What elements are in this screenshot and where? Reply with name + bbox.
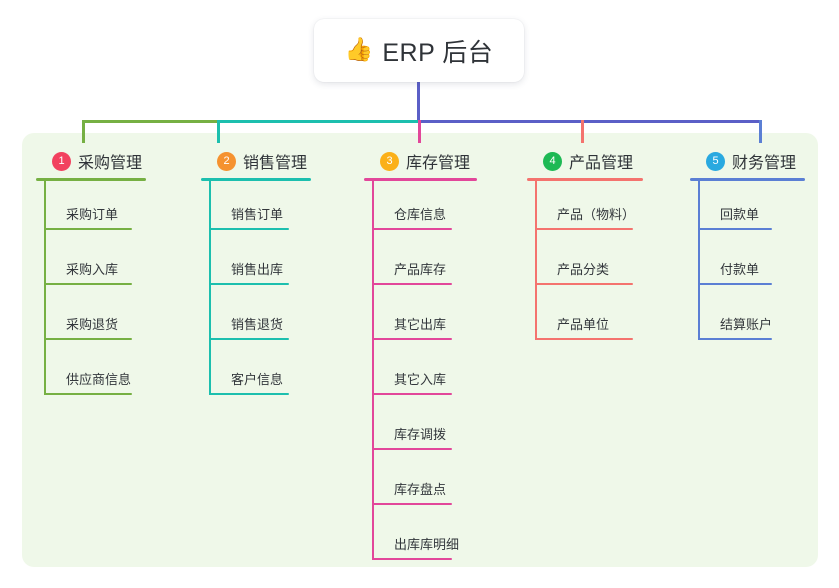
leaf-underline	[372, 283, 452, 285]
branch-spine	[209, 178, 211, 395]
leaf-underline	[372, 393, 452, 395]
branch-header-1[interactable]: 1 采购管理	[36, 148, 142, 174]
branch-title: 采购管理	[78, 155, 143, 172]
leaf-label: 回款单	[720, 207, 760, 222]
leaf-underline	[44, 393, 132, 395]
branch-spine	[44, 178, 46, 395]
branch-header-5[interactable]: 5 财务管理	[690, 148, 796, 174]
branch-underline	[690, 178, 805, 181]
leaf-label: 采购退货	[66, 317, 119, 332]
connector-drop-2	[217, 120, 220, 143]
leaf-label: 供应商信息	[66, 372, 132, 387]
leaf-underline	[209, 338, 289, 340]
branch-number-badge: 1	[52, 151, 71, 171]
leaf-label: 库存盘点	[394, 482, 447, 497]
branch-underline	[36, 178, 146, 181]
branch-number-badge: 5	[706, 151, 725, 171]
leaf-underline	[698, 338, 772, 340]
leaf-label: 产品（物料）	[557, 207, 636, 222]
connector-drop-1	[82, 120, 85, 143]
branch-header-2[interactable]: 2 销售管理	[201, 148, 307, 174]
branch-number-badge: 3	[380, 151, 399, 171]
leaf-label: 产品分类	[557, 262, 610, 277]
branches-panel	[22, 133, 818, 567]
branch-underline	[364, 178, 477, 181]
leaf-underline	[372, 503, 452, 505]
branch-title: 库存管理	[406, 155, 471, 172]
connector-bar-segment-3	[418, 120, 759, 123]
leaf-underline	[698, 283, 772, 285]
connector-drop-5	[759, 120, 762, 143]
leaf-label: 结算账户	[720, 317, 773, 332]
branch-title: 财务管理	[732, 155, 797, 172]
leaf-underline	[209, 228, 289, 230]
root-node-content: 👍 ERP 后台	[345, 33, 494, 69]
branch-title: 销售管理	[243, 155, 308, 172]
leaf-label: 付款单	[720, 262, 760, 277]
leaf-underline	[535, 228, 633, 230]
connector-drop-4	[581, 120, 584, 143]
leaf-underline	[372, 228, 452, 230]
connector-trunk	[417, 82, 420, 122]
leaf-underline	[372, 448, 452, 450]
connector-bar-segment-2	[217, 120, 418, 123]
leaf-underline	[372, 558, 452, 560]
connector-bar-segment-1	[82, 120, 217, 123]
branch-header-3[interactable]: 3 库存管理	[364, 148, 470, 174]
connector-drop-3	[418, 120, 421, 143]
leaf-label: 客户信息	[231, 372, 284, 387]
branch-spine	[698, 178, 700, 340]
branch-header-4[interactable]: 4 产品管理	[527, 148, 633, 174]
leaf-label: 销售订单	[231, 207, 284, 222]
branch-title: 产品管理	[569, 155, 634, 172]
leaf-label: 其它出库	[394, 317, 447, 332]
branch-column-3: 3 库存管理仓库信息产品库存其它出库其它入库库存调拨库存盘点出库库明细	[364, 148, 477, 560]
branch-column-4: 4 产品管理产品（物料） 产品分类产品单位	[527, 148, 643, 340]
leaf-label: 库存调拨	[394, 427, 447, 442]
branch-number-badge: 2	[217, 151, 236, 171]
root-title: ERP 后台	[382, 38, 494, 67]
branch-spine	[372, 178, 374, 560]
branch-column-5: 5 财务管理回款单付款单结算账户	[690, 148, 805, 340]
root-node-card[interactable]: 👍 ERP 后台	[314, 19, 524, 82]
leaf-label: 产品单位	[557, 317, 610, 332]
leaf-underline	[698, 228, 772, 230]
thumbs-up-icon: 👍	[344, 37, 374, 63]
leaf-underline	[535, 338, 633, 340]
leaf-label: 出库库明细	[394, 537, 460, 552]
leaf-underline	[535, 283, 633, 285]
branch-underline	[201, 178, 311, 181]
leaf-label: 销售出库	[231, 262, 284, 277]
leaf-underline	[372, 338, 452, 340]
branch-column-1: 1 采购管理采购订单采购入库采购退货供应商信息	[36, 148, 146, 395]
leaf-underline	[44, 228, 132, 230]
branch-spine	[535, 178, 537, 340]
leaf-label: 采购入库	[66, 262, 119, 277]
leaf-label: 销售退货	[231, 317, 284, 332]
leaf-label: 其它入库	[394, 372, 447, 387]
leaf-underline	[44, 338, 132, 340]
leaf-label: 产品库存	[394, 262, 447, 277]
leaf-underline	[44, 283, 132, 285]
leaf-underline	[209, 283, 289, 285]
leaf-label: 采购订单	[66, 207, 119, 222]
leaf-underline	[209, 393, 289, 395]
branch-column-2: 2 销售管理销售订单销售出库销售退货客户信息	[201, 148, 311, 395]
branch-underline	[527, 178, 643, 181]
leaf-label: 仓库信息	[394, 207, 447, 222]
branch-number-badge: 4	[543, 151, 562, 171]
